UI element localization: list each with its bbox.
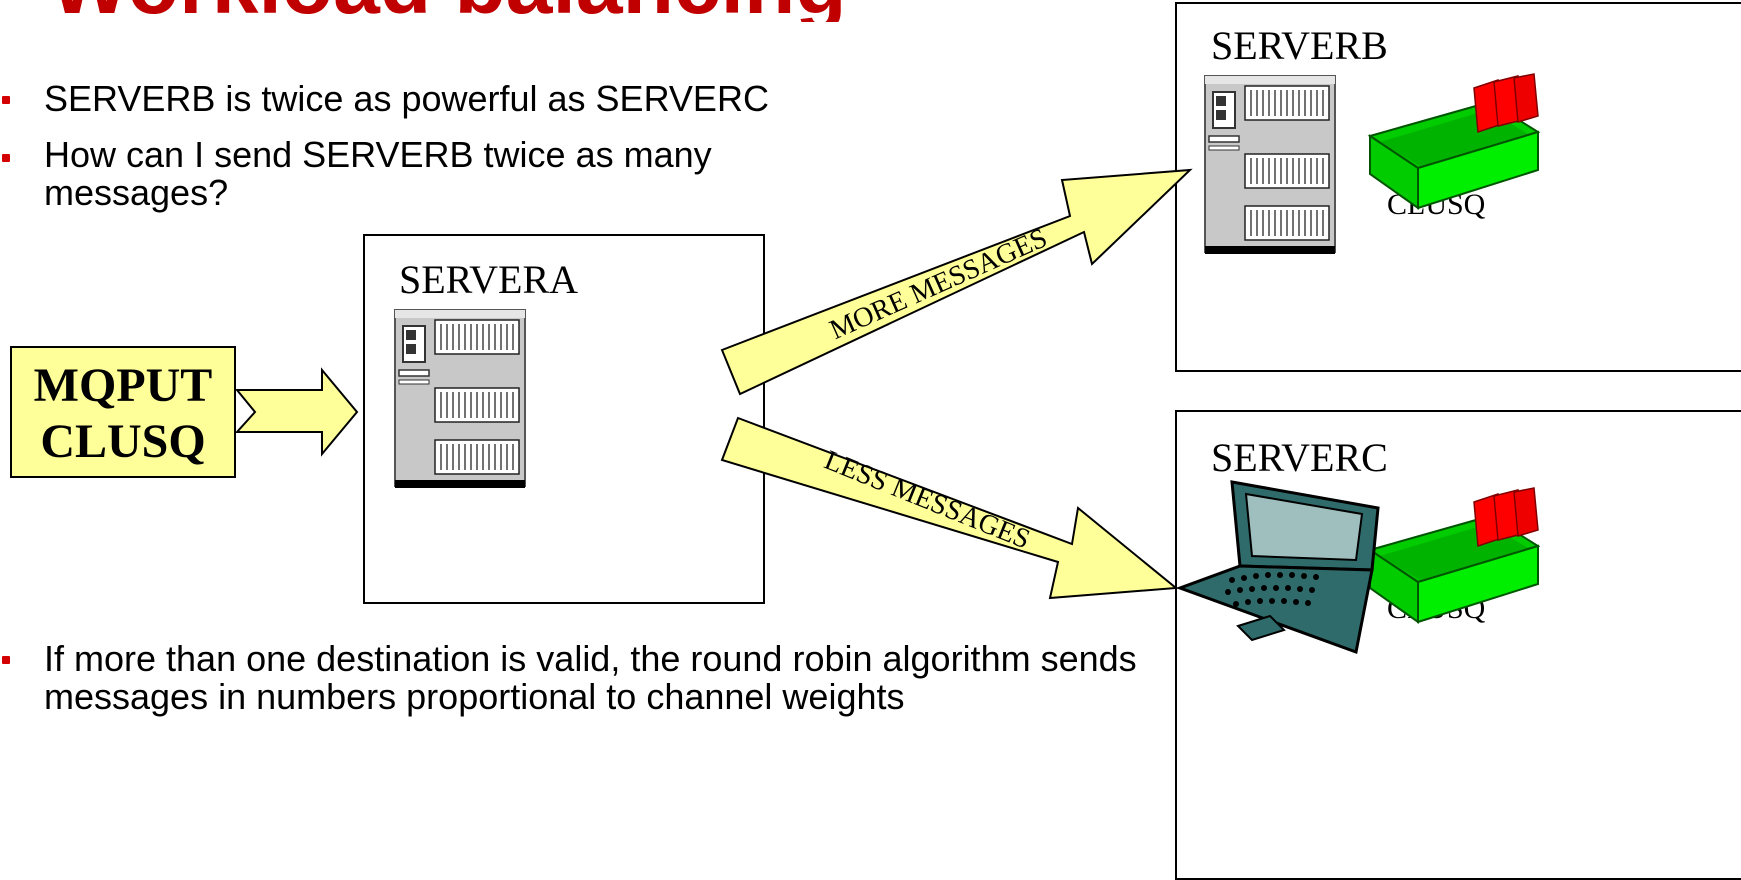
mqput-line1: MQPUT <box>33 359 213 412</box>
more-messages-label: MORE MESSAGES <box>825 222 1052 346</box>
mqput-line2: CLUSQ <box>40 415 206 468</box>
bullet-marker <box>2 656 10 664</box>
less-messages-arrow <box>720 416 1179 600</box>
laptop-icon <box>1175 480 1380 655</box>
server-a-label: SERVERA <box>399 257 579 302</box>
bullet-marker <box>2 154 10 162</box>
server-b-label: SERVERB <box>1211 23 1388 68</box>
mqput-box: MQPUT CLUSQ <box>10 346 236 478</box>
bullet-item: How can I send SERVERB twice as many mes… <box>44 134 712 213</box>
server-a-tower-icon <box>394 309 526 489</box>
server-b-queue-tray-icon <box>1369 73 1539 209</box>
bullet-item: SERVERB is twice as powerful as SERVERC <box>44 78 769 119</box>
slide-title-text: Workload balancing parameters <box>50 0 950 22</box>
bullet-marker <box>2 96 10 104</box>
bullet-item: If more than one destination is valid, t… <box>44 638 1137 717</box>
server-c-queue-tray-icon <box>1369 487 1539 623</box>
more-messages-arrow <box>720 168 1193 396</box>
slide-title: Workload balancing parameters <box>50 0 950 22</box>
server-b-tower-icon <box>1204 75 1336 255</box>
mqput-arrow <box>234 367 359 457</box>
server-c-label: SERVERC <box>1211 435 1388 480</box>
